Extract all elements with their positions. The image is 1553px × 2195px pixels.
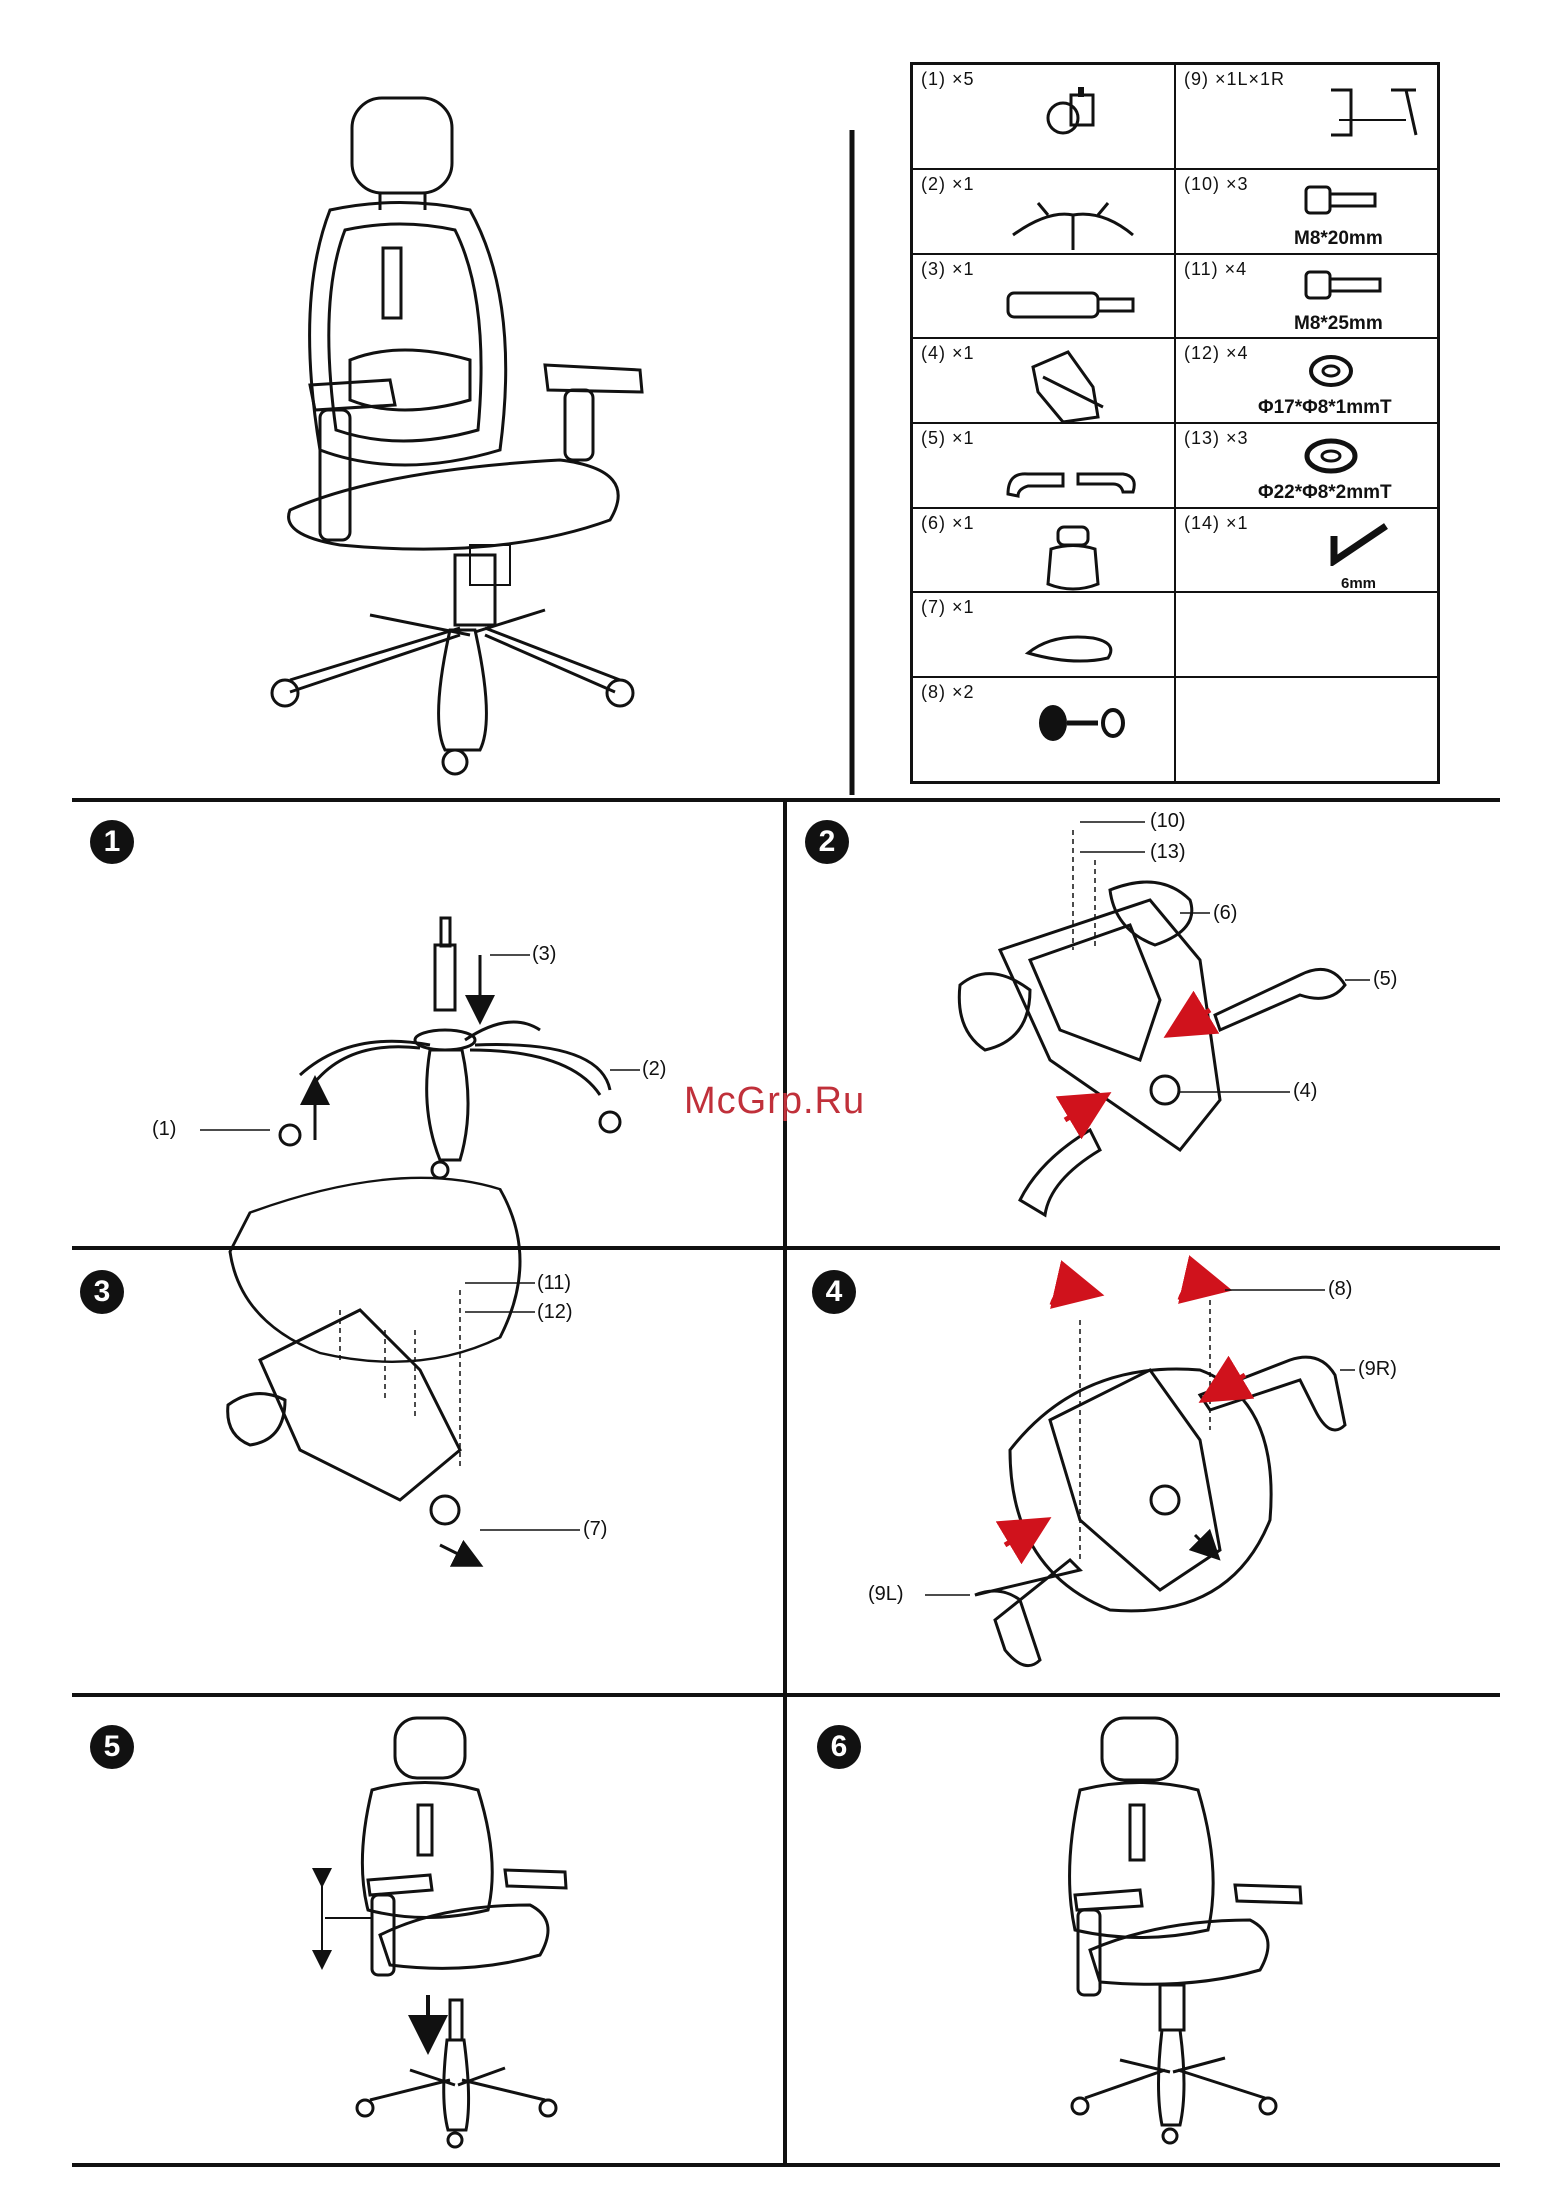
callout-label: (1)	[152, 1118, 176, 1141]
step-number-3: 3	[80, 1270, 124, 1314]
step3-illustration	[228, 1178, 580, 1560]
step-number-1: 1	[90, 820, 134, 864]
mechanism-icon	[1023, 347, 1113, 427]
step2-illustration	[959, 822, 1370, 1215]
parts-cell-3: (3) ×1	[912, 254, 1176, 339]
callout-label: (5)	[1373, 968, 1397, 991]
parts-cell-5: (5) ×1	[912, 423, 1176, 508]
part-label: (10) ×3	[1184, 174, 1249, 195]
part-label: (1) ×5	[921, 69, 975, 90]
callout-label: (2)	[642, 1058, 666, 1081]
parts-cell-empty-2	[1175, 677, 1439, 783]
armrest-pair-icon	[1321, 75, 1431, 145]
star-base-icon	[1008, 195, 1138, 255]
part-label: (2) ×1	[921, 174, 975, 195]
washer-icon	[1301, 436, 1361, 476]
parts-cell-11: (11) ×4 M8*25mm	[1175, 254, 1439, 339]
step5-illustration	[322, 1718, 566, 2147]
parts-cell-12: (12) ×4 Φ17*Φ8*1mmT	[1175, 338, 1439, 423]
parts-cell-7: (7) ×1	[912, 592, 1176, 677]
parts-cell-2: (2) ×1	[912, 169, 1176, 254]
callout-label: (12)	[537, 1301, 573, 1324]
caster-icon	[1038, 83, 1108, 138]
part-label: (4) ×1	[921, 343, 975, 364]
parts-cell-empty-1	[1175, 592, 1439, 677]
callout-label: (4)	[1293, 1080, 1317, 1103]
part-label: (5) ×1	[921, 428, 975, 449]
part-label: (3) ×1	[921, 259, 975, 280]
parts-cell-10: (10) ×3 M8*20mm	[1175, 169, 1439, 254]
part-spec: M8*20mm	[1294, 228, 1383, 250]
step-number-5: 5	[90, 1725, 134, 1769]
callout-label: (3)	[532, 943, 556, 966]
step-number-2: 2	[805, 820, 849, 864]
parts-cell-8: (8) ×2	[912, 677, 1176, 783]
bolt-icon	[1301, 182, 1381, 222]
parts-list-table: (1) ×5 (9) ×1L×1R (2) ×1 (10) ×3	[910, 62, 1440, 784]
hex-key-icon	[1326, 521, 1396, 566]
part-spec: M8*25mm	[1294, 313, 1383, 335]
step6-illustration	[1070, 1718, 1301, 2143]
part-spec: 6mm	[1341, 575, 1376, 592]
callout-label: (10)	[1150, 810, 1186, 833]
part-spec: Φ22*Φ8*2mmT	[1258, 482, 1392, 504]
callout-label: (7)	[583, 1518, 607, 1541]
part-label: (12) ×4	[1184, 343, 1249, 364]
part-label: (13) ×3	[1184, 428, 1249, 449]
finished-chair-illustration	[272, 98, 642, 774]
step-number-4: 4	[812, 1270, 856, 1314]
part-label: (6) ×1	[921, 513, 975, 534]
callout-label: (13)	[1150, 841, 1186, 864]
step4-illustration	[925, 1284, 1355, 1666]
callout-label: (9R)	[1358, 1358, 1397, 1381]
callout-label: (9L)	[868, 1583, 904, 1606]
parts-cell-1: (1) ×5	[912, 64, 1176, 170]
gas-lift-icon	[1003, 285, 1143, 325]
knob-icon	[1033, 698, 1133, 748]
callout-label: (11)	[537, 1272, 571, 1295]
part-label: (9) ×1L×1R	[1184, 69, 1285, 90]
seat-plate-icon	[1023, 628, 1123, 668]
washer-icon	[1306, 351, 1356, 391]
bolt-icon	[1301, 267, 1386, 307]
callout-label: (6)	[1213, 902, 1237, 925]
callout-label: (8)	[1328, 1278, 1352, 1301]
parts-cell-4: (4) ×1	[912, 338, 1176, 423]
part-label: (14) ×1	[1184, 513, 1249, 534]
parts-cell-6: (6) ×1	[912, 508, 1176, 593]
parts-cell-9: (9) ×1L×1R	[1175, 64, 1439, 170]
step-number-6: 6	[817, 1725, 861, 1769]
part-spec: Φ17*Φ8*1mmT	[1258, 397, 1392, 419]
backrest-icon	[1043, 524, 1103, 599]
part-label: (7) ×1	[921, 597, 975, 618]
armrest-brackets-icon	[1003, 464, 1143, 504]
part-label: (11) ×4	[1184, 259, 1247, 280]
part-label: (8) ×2	[921, 682, 975, 703]
parts-cell-14: (14) ×1 6mm	[1175, 508, 1439, 593]
watermark: McGrp.Ru	[684, 1080, 865, 1123]
step1-illustration	[200, 918, 640, 1178]
parts-cell-13: (13) ×3 Φ22*Φ8*2mmT	[1175, 423, 1439, 508]
